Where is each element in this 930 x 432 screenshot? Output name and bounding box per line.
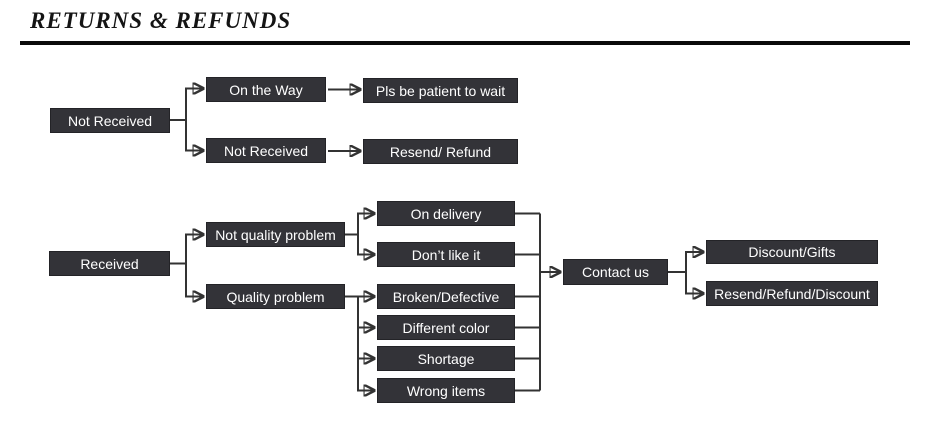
flow-node-not-received-child: Not Received [206, 138, 326, 163]
flow-node-wrong-items: Wrong items [377, 378, 515, 403]
flow-node-on-the-way: On the Way [206, 77, 326, 102]
connector-contact-branch [668, 252, 687, 294]
flow-node-resend-refund-discount: Resend/Refund/Discount [706, 281, 878, 306]
flow-node-quality-problem: Quality problem [206, 284, 345, 309]
flow-node-different-color: Different color [377, 315, 515, 340]
flow-node-contact-us: Contact us [563, 259, 668, 285]
flow-node-received-root: Received [49, 251, 170, 276]
connector-collector [515, 212, 541, 392]
connector-quality-branch [345, 295, 359, 391]
flow-node-not-quality-problem: Not quality problem [206, 222, 345, 247]
flow-node-not-received-root: Not Received [50, 108, 170, 133]
flow-node-dont-like-it: Don’t like it [377, 242, 515, 267]
connector-not-quality-branch [345, 213, 359, 255]
flow-node-broken-defective: Broken/Defective [377, 284, 515, 309]
flow-node-discount-gifts: Discount/Gifts [706, 240, 878, 264]
flow-node-shortage: Shortage [377, 346, 515, 371]
connector-not-received-branch [170, 88, 187, 151]
flow-node-resend-refund: Resend/ Refund [363, 139, 518, 164]
flow-node-pls-be-patient: Pls be patient to wait [363, 78, 518, 103]
page-title: RETURNS & REFUNDS [30, 8, 292, 33]
connector-received-branch [170, 234, 187, 297]
flow-node-on-delivery: On delivery [377, 201, 515, 226]
title-underline [20, 41, 910, 45]
